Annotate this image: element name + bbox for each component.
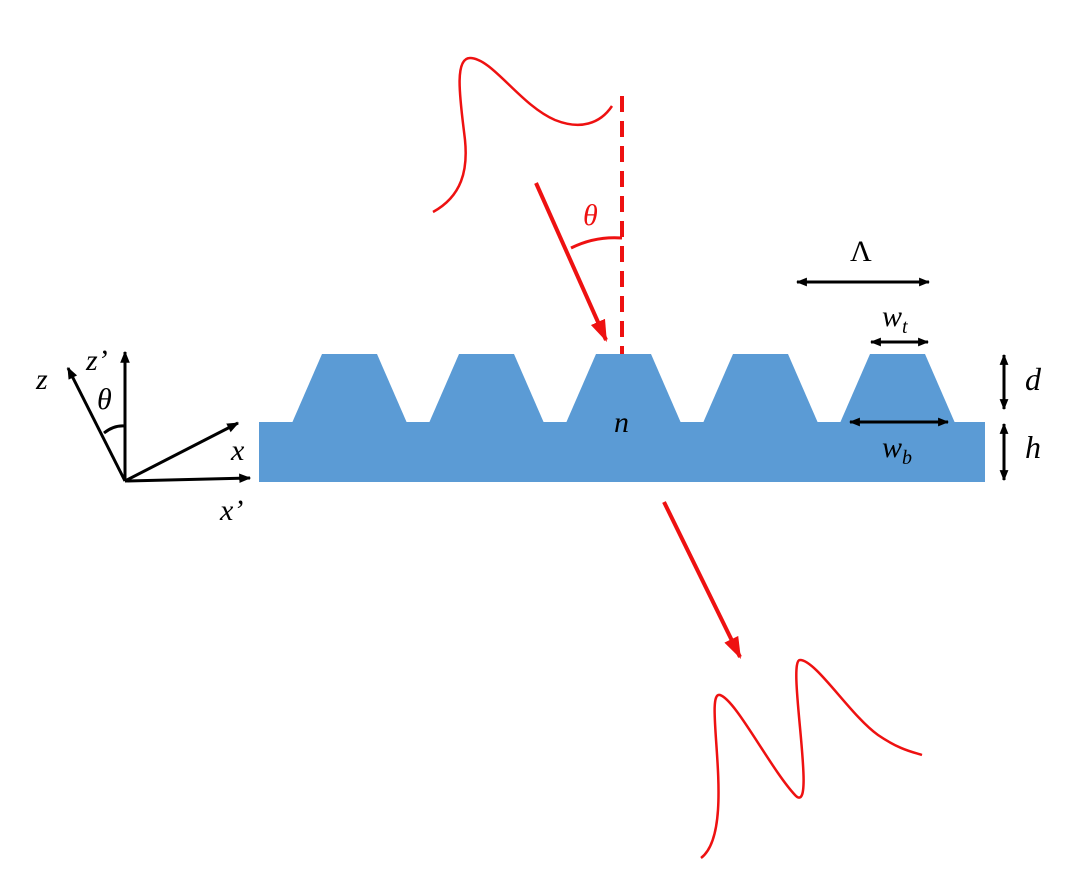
grating [259, 354, 985, 482]
substrate-thickness-label: h [1025, 429, 1041, 465]
grating-ridge [840, 354, 955, 423]
transmitted-pulse-waveform-icon [700, 658, 923, 859]
incident-ray-arrow [534, 182, 608, 343]
refractive-index-label: n [614, 406, 629, 439]
grating-ridge [292, 354, 407, 423]
axis-z-prime-label: z’ [85, 344, 108, 377]
period-label: Λ [850, 235, 872, 268]
incident-pulse-waveform-icon [432, 56, 614, 214]
incident-angle-arc [570, 236, 623, 250]
grating-ridge [703, 354, 818, 423]
axis-x-prime-label: x’ [219, 494, 243, 527]
transmitted-beam [662, 501, 923, 859]
axis-z-label: z [35, 363, 48, 396]
substrate [259, 422, 985, 482]
depth-label: d [1025, 361, 1042, 397]
z-axis-arrow [66, 366, 127, 482]
dimension-annotations: Λ wt wb d h n [614, 235, 1042, 482]
coordinate-axes: z z’ θ x x’ [35, 344, 252, 527]
incident-angle-label: θ [583, 199, 598, 232]
top-width-label: wt [882, 300, 908, 338]
incident-beam: θ [432, 56, 624, 354]
grating-ridge [566, 354, 681, 423]
x-axis-arrow [124, 421, 240, 483]
axis-x-label: x [230, 434, 245, 467]
axis-angle-label: θ [97, 383, 112, 416]
axis-angle-arc [103, 424, 126, 435]
top-width-subscript: t [902, 316, 908, 338]
grating-ridge [429, 354, 544, 423]
bottom-width-label: wb [882, 431, 912, 469]
bottom-width-subscript: b [902, 447, 912, 469]
x-prime-axis-arrow [124, 473, 252, 484]
transmitted-ray-arrow [662, 501, 742, 659]
grating-ridges [292, 354, 955, 423]
